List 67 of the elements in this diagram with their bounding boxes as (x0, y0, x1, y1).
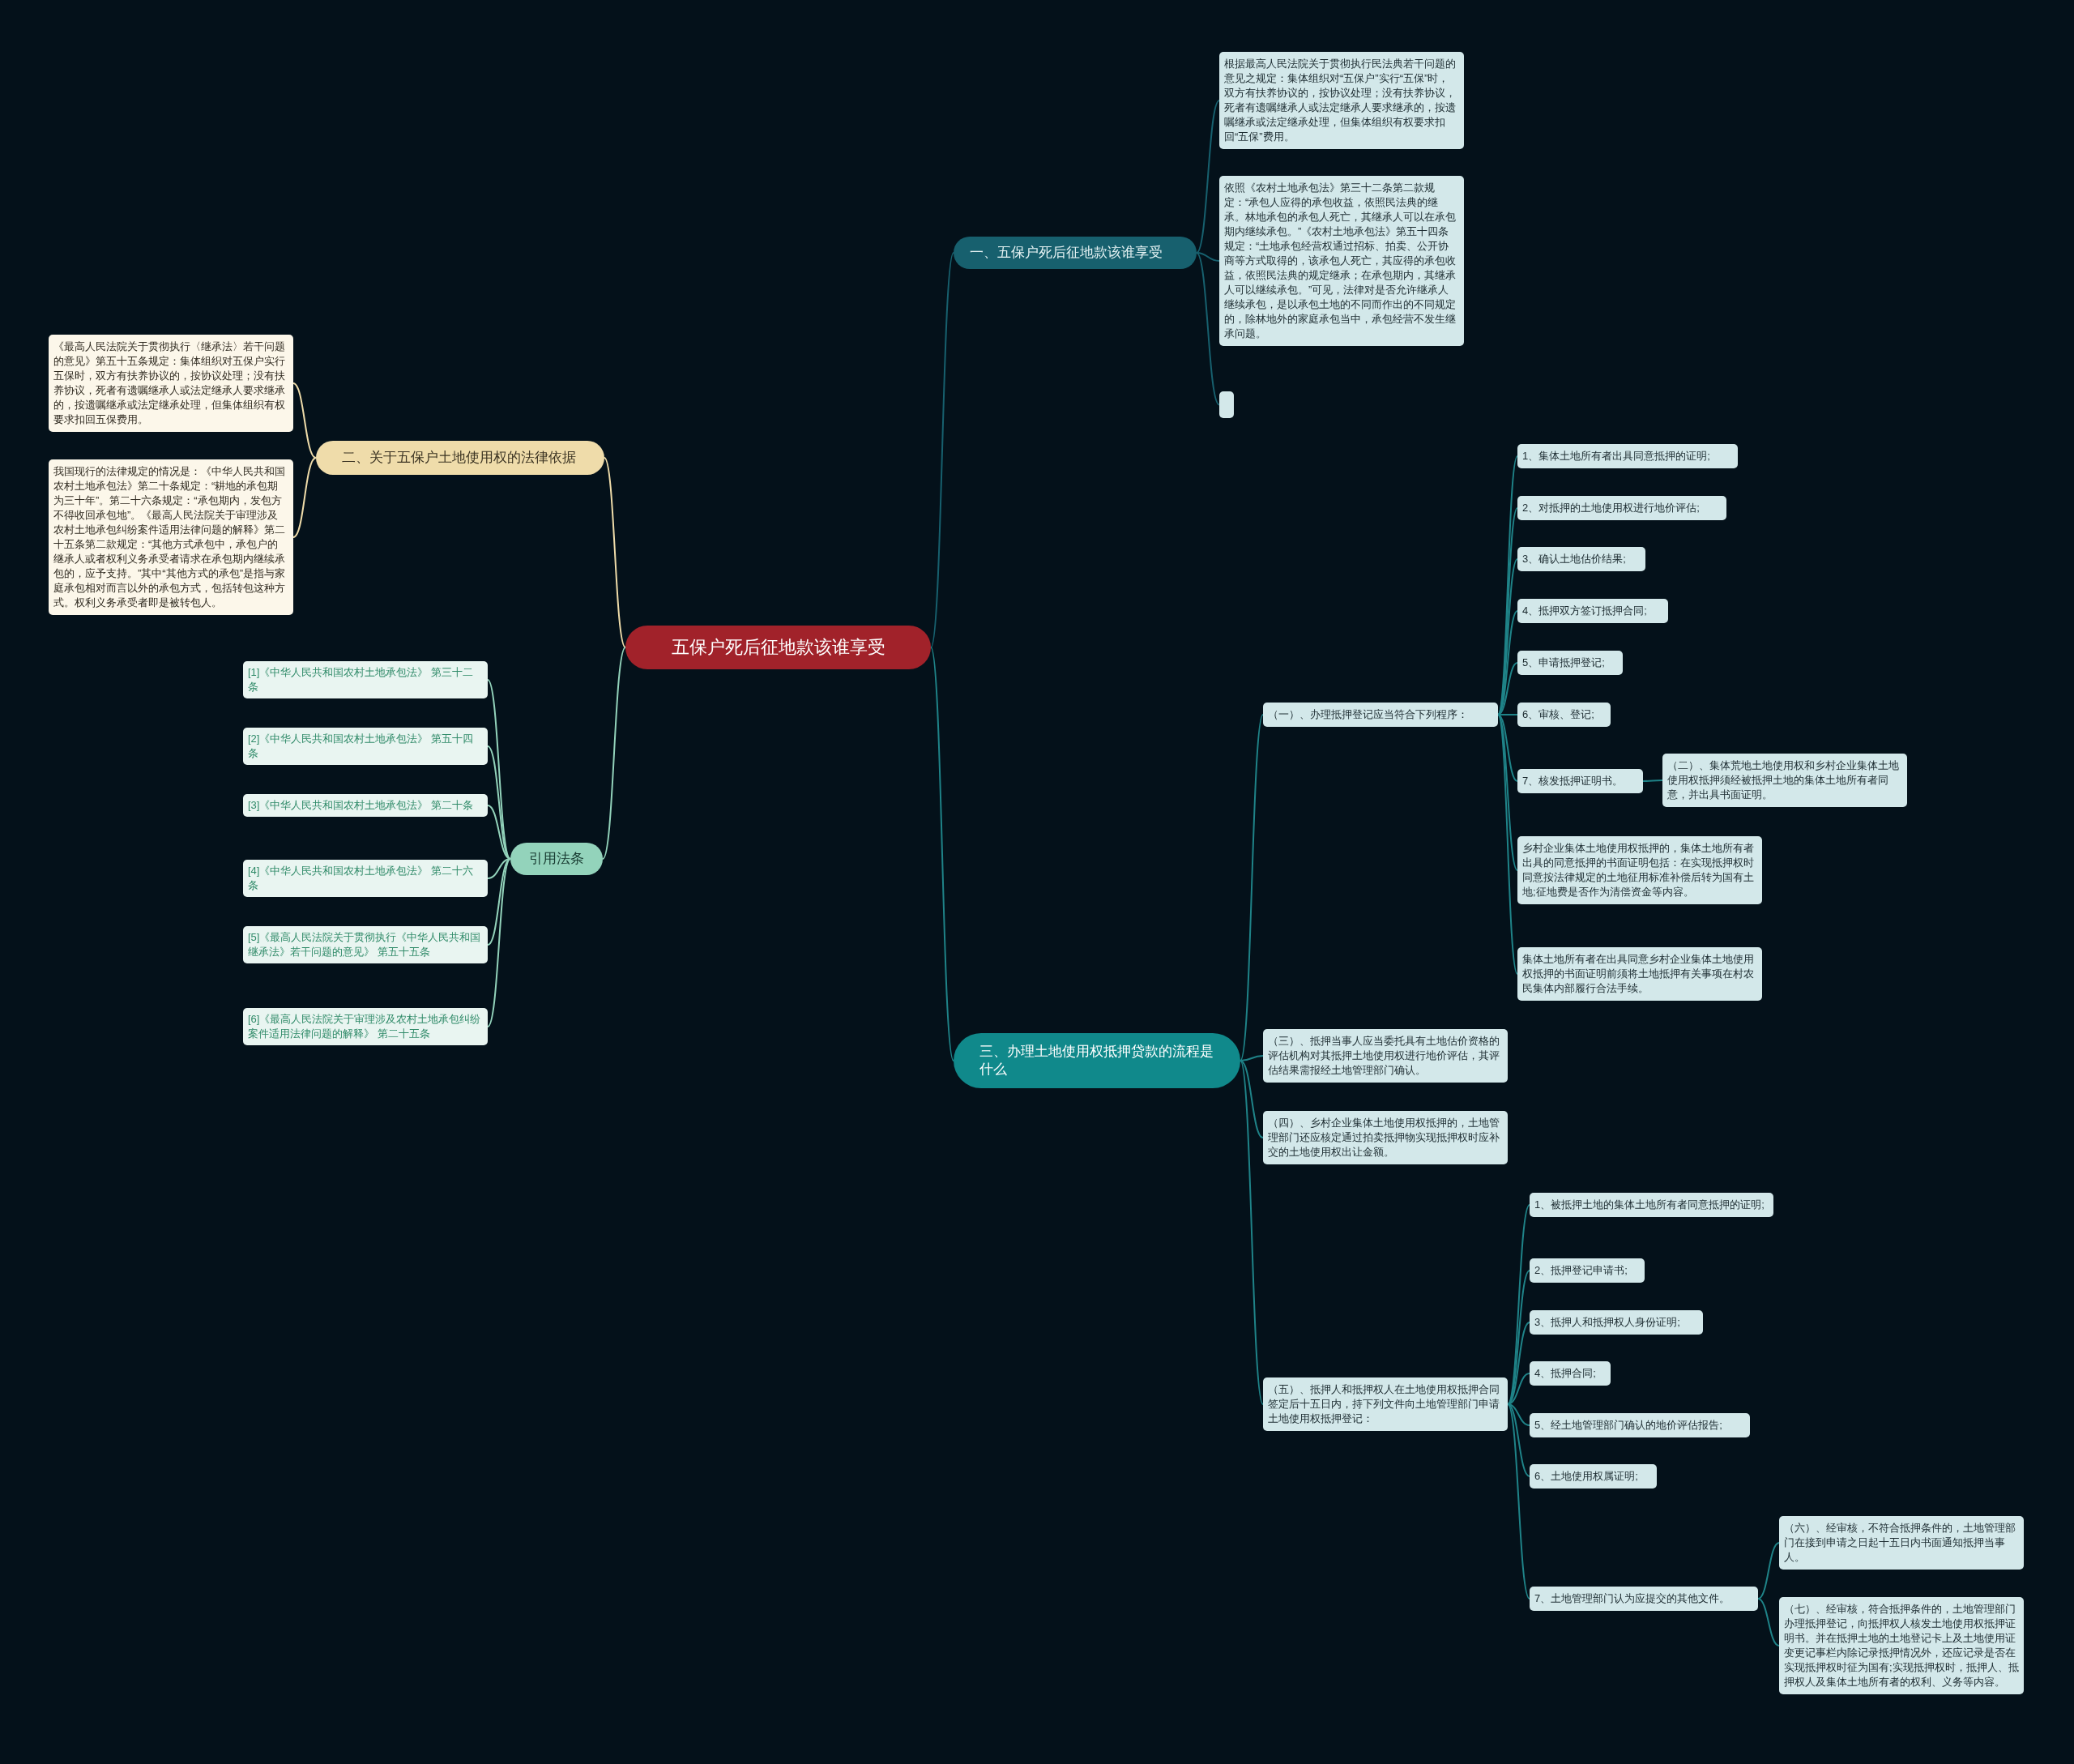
connector-line (1240, 714, 1264, 1061)
connector-line (487, 805, 511, 860)
text-card: 我国现行的法律规定的情况是：《中华人民共和国农村土地承包法》第二十条规定：“耕地的承包期为三十年”。第二十六条规定：“承包期内，发包方不得收回承包地”。《最高人民法院关于审理涉及农村土地承包纠纷案件适用法律问题的解释》第二十五条第二款规定：“其他方式承包中，承包户的继承人或者权利义务承受者请求在承包期内继续承包的，应予支持。”其中“其他方式的承包”是指与家庭承包相对而言以外的承包方式，包括转包这种方式。权利义务承受者即是被转包人。 (49, 459, 293, 615)
connector-line (292, 457, 317, 538)
text-card: 乡村企业集体土地使用权抵押的，集体土地所有者出具的同意抵押的书面证明包括：在实现抵押权时同意按法律规定的土地征用标准补偿后转为国有土地;征地费是否作为清偿资金等内容。 (1517, 836, 1762, 904)
central-topic: 五保户死后征地款该谁享受 (625, 626, 931, 669)
connector-line (292, 382, 317, 459)
connector-line (487, 745, 511, 860)
text-card: 依照《农村土地承包法》第三十二条第二款规定：“承包人应得的承包收益，依照民法典的继承。林地承包的承包人死亡，其继承人可以在承包期内继续承包。”《农村土地承包法》第五十四条规定：“土地承包经营权通过招标、拍卖、公开协商等方式取得的，该承包人死亡，其应得的承包收益，依照民法典的规定继承；在承包期内，其继承人可以继续承包。”可见，法律对是否允许继承人继续承包，是以承包土地的不同而作出的不同规定的，除林地外的家庭承包当中，承包经营不发生继承问题。 (1219, 176, 1464, 346)
text-card: 4、抵押双方签订抵押合同; (1517, 599, 1668, 623)
text-card: 6、土地使用权属证明; (1530, 1464, 1657, 1489)
text-card: （二）、集体荒地土地使用权和乡村企业集体土地使用权抵押须经被抵押土地的集体土地所有者同意，并出具书面证明。 (1662, 754, 1907, 807)
text-card: （一）、办理抵押登记应当符合下列程序： (1263, 703, 1498, 727)
text-card: （七）、经审核，符合抵押条件的，土地管理部门办理抵押登记，向抵押权人核发土地使用权抵押证明书。并在抵押土地的土地登记卡上及土地使用证变更记事栏内除记录抵押情况外，还应记录是否在实现抵押权时征为国有;实现抵押权时，抵押人、抵押权人及集体土地所有者的权利、义务等内容。 (1779, 1597, 2024, 1694)
text-card: （四）、乡村企业集体土地使用权抵押的，土地管理部门还应核定通过拍卖抵押物实现抵押权时应补交的土地使用权出让金额。 (1263, 1111, 1508, 1164)
text-card: 5、申请抵押登记; (1517, 651, 1623, 675)
citation-card: [3]《中华人民共和国农村土地承包法》 第二十条 (243, 794, 488, 817)
citation-card: [4]《中华人民共和国农村土地承包法》 第二十六条 (243, 860, 488, 897)
connector-line (487, 858, 511, 879)
text-card: 《最高人民法院关于贯彻执行〈继承法〉若干问题的意见》第五十五条规定：集体组织对五保户实行五保时，双方有扶养协议的，按协议处理；没有扶养协议，死者有遗嘱继承人或法定继承人要求继承的，按遗嘱继承或法定继承处理，但集体组织有权要求扣回五保费用。 (49, 335, 293, 432)
connector-line (487, 858, 511, 1027)
citation-card: [2]《中华人民共和国农村土地承包法》 第五十四条 (243, 728, 488, 765)
text-card: 3、确认土地估价结果; (1517, 547, 1645, 571)
text-card: 2、对抵押的土地使用权进行地价评估; (1517, 496, 1726, 520)
branch-topic: 一、五保户死后征地款该谁享受 (954, 237, 1197, 269)
connector-line (1757, 1598, 1780, 1647)
empty-card (1219, 391, 1234, 418)
text-card: （六）、经审核，不符合抵押条件的，土地管理部门在接到申请之日起十五日内书面通知抵押当事人。 (1779, 1516, 2024, 1570)
text-card: 4、抵押合同; (1530, 1361, 1611, 1386)
connector-line (1507, 1204, 1530, 1405)
connector-line (1240, 1060, 1264, 1405)
connector-line (1642, 779, 1663, 782)
citation-card: [1]《中华人民共和国农村土地承包法》 第三十二条 (243, 661, 488, 698)
branch-topic: 二、关于五保户土地使用权的法律依据 (316, 441, 604, 475)
text-card: 6、审核、登记; (1517, 703, 1611, 727)
connector-line (602, 647, 626, 860)
citation-card: [6]《最高人民法院关于审理涉及农村土地承包纠纷案件适用法律问题的解释》 第二十五条 (243, 1008, 488, 1045)
citation-card: [5]《最高人民法院关于贯彻执行《中华人民共和国继承法》若干问题的意见》 第五十五条 (243, 926, 488, 963)
connector-line (487, 858, 511, 946)
connector-line (1196, 100, 1220, 254)
text-card: （三）、抵押当事人应当委托具有土地估价资格的评估机构对其抵押土地使用权进行地价评估，其评估结果需报经土地管理部门确认。 (1263, 1029, 1508, 1083)
connector-line (1497, 714, 1518, 975)
text-card: 3、抵押人和抵押权人身份证明; (1530, 1310, 1703, 1335)
connector-line (1497, 714, 1518, 871)
text-card: 7、核发抵押证明书。 (1517, 769, 1643, 793)
connector-line (1196, 252, 1220, 262)
connector-line (1240, 1055, 1264, 1061)
text-card: 7、土地管理部门认为应提交的其他文件。 (1530, 1587, 1758, 1611)
text-card: 根据最高人民法院关于贯彻执行民法典若干问题的意见之规定：集体组织对“五保户”实行“五保”时，双方有扶养协议的，按协议处理；没有扶养协议，死者有遗嘱继承人或法定继承人要求继承的，按遗嘱继承或法定继承处理，但集体组织有权要求扣回“五保”费用。 (1219, 52, 1464, 149)
text-card: 1、集体土地所有者出具同意抵押的证明; (1517, 444, 1738, 468)
connector-line (1507, 1403, 1530, 1600)
text-card: 集体土地所有者在出具同意乡村企业集体土地使用权抵押的书面证明前须将土地抵押有关事项在村农民集体内部履行合法手续。 (1517, 947, 1762, 1001)
text-card: （五）、抵押人和抵押权人在土地使用权抵押合同签定后十五日内，持下列文件向土地管理部门申请土地使用权抵押登记： (1263, 1377, 1508, 1431)
branch-topic: 三、办理土地使用权抵押贷款的流程是什么 (954, 1033, 1240, 1088)
branch-topic: 引用法条 (510, 843, 603, 875)
connector-line (1196, 252, 1220, 406)
connector-line (930, 252, 954, 648)
connector-line (1497, 714, 1518, 782)
text-card: 5、经土地管理部门确认的地价评估报告; (1530, 1413, 1750, 1437)
connector-line (604, 457, 626, 648)
connector-line (1497, 714, 1518, 715)
text-card: 2、抵押登记申请书; (1530, 1258, 1645, 1283)
connector-line (1507, 1403, 1530, 1477)
text-card: 1、被抵押土地的集体土地所有者同意抵押的证明; (1530, 1193, 1773, 1217)
connector-line (1240, 1060, 1264, 1138)
connector-line (1757, 1542, 1780, 1600)
connector-line (930, 647, 954, 1061)
